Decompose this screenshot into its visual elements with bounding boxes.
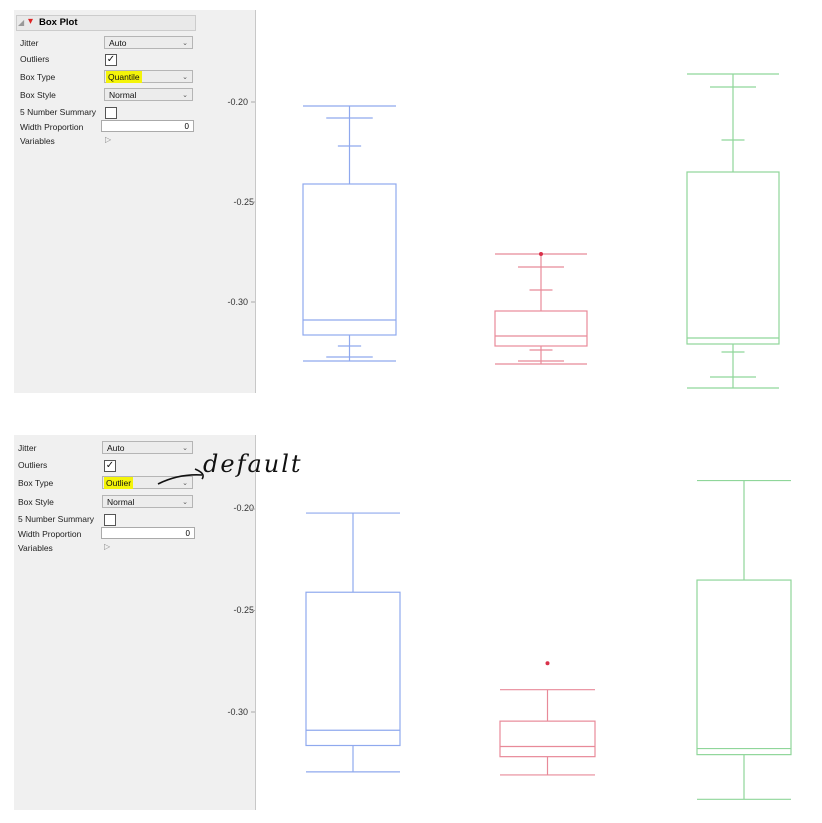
box-type-value: Outlier xyxy=(104,477,134,489)
bottom-y-axis xyxy=(255,435,256,810)
box-type-label: Box Type xyxy=(18,478,54,488)
check-icon: ✓ xyxy=(106,54,116,65)
box-type-label: Box Type xyxy=(20,72,56,82)
outliers-label: Outliers xyxy=(20,54,50,64)
variables-label: Variables xyxy=(20,136,55,146)
box-type-dropdown[interactable]: Quantile ⌄ xyxy=(104,70,193,83)
collapse-triangle-icon[interactable]: ◢ xyxy=(18,18,25,27)
box-iqr xyxy=(686,171,780,345)
box-iqr xyxy=(302,183,397,336)
annotation-arrow-icon xyxy=(157,468,204,485)
chevron-down-icon: ⌄ xyxy=(182,92,188,99)
five-number-summary-label: 5 Number Summary xyxy=(18,514,95,524)
box-style-value: Normal xyxy=(107,497,135,507)
outliers-checkbox[interactable]: ✓ xyxy=(105,54,117,66)
width-proportion-label: Width Proportion xyxy=(18,529,82,539)
box-style-dropdown[interactable]: Normal ⌄ xyxy=(102,495,193,508)
outlier-point xyxy=(545,661,550,666)
red-menu-icon[interactable]: ▾ xyxy=(28,16,34,27)
width-proportion-label: Width Proportion xyxy=(20,122,84,132)
y-tick-label: -0.25 xyxy=(233,605,254,615)
box-plot-title: Box Plot xyxy=(39,17,78,28)
handwritten-annotation: default xyxy=(203,450,303,478)
box-iqr xyxy=(696,579,792,756)
jitter-dropdown[interactable]: Auto ⌄ xyxy=(104,36,193,49)
jitter-label: Jitter xyxy=(20,38,39,48)
y-tick-label: -0.30 xyxy=(227,297,248,307)
five-number-summary-label: 5 Number Summary xyxy=(20,107,97,117)
outliers-label: Outliers xyxy=(18,460,48,470)
check-icon: ✓ xyxy=(105,460,115,471)
jitter-value: Auto xyxy=(109,38,127,48)
jitter-label: Jitter xyxy=(18,443,37,453)
box-iqr xyxy=(305,591,401,747)
chevron-down-icon: ⌄ xyxy=(182,480,188,487)
top-y-axis xyxy=(255,10,256,393)
five-number-summary-checkbox[interactable] xyxy=(105,107,117,119)
disclosure-triangle-icon[interactable]: ▷ xyxy=(105,135,112,144)
outlier-point xyxy=(539,252,543,256)
box-style-dropdown[interactable]: Normal ⌄ xyxy=(104,88,193,101)
y-tick-label: -0.30 xyxy=(227,707,248,717)
box-type-value: Quantile xyxy=(106,71,142,83)
chevron-down-icon: ⌄ xyxy=(182,74,188,81)
box-plot-header xyxy=(16,15,196,31)
y-tick-clip: -0.25 xyxy=(232,603,254,615)
y-tick-label: -0.25 xyxy=(233,197,254,207)
box-iqr xyxy=(499,720,596,758)
disclosure-triangle-icon[interactable]: ▷ xyxy=(104,542,111,551)
box-style-label: Box Style xyxy=(20,90,56,100)
box-iqr xyxy=(494,310,588,347)
chevron-down-icon: ⌄ xyxy=(182,445,188,452)
chevron-down-icon: ⌄ xyxy=(182,40,188,47)
jitter-value: Auto xyxy=(107,443,125,453)
chevron-down-icon: ⌄ xyxy=(182,499,188,506)
outliers-checkbox[interactable]: ✓ xyxy=(104,460,116,472)
y-tick-label: -0.20 xyxy=(233,503,254,513)
jitter-dropdown[interactable]: Auto ⌄ xyxy=(102,441,193,454)
width-proportion-input[interactable]: 0 xyxy=(101,527,195,539)
box-style-value: Normal xyxy=(109,90,137,100)
variables-label: Variables xyxy=(18,543,53,553)
width-proportion-input[interactable]: 0 xyxy=(101,120,194,132)
bottom-plot-area xyxy=(256,435,816,810)
y-tick-clip: -0.25 xyxy=(232,195,254,207)
box-style-label: Box Style xyxy=(18,497,54,507)
y-tick-label: -0.20 xyxy=(227,97,248,107)
y-tick-clip: -0.20 xyxy=(232,501,254,513)
five-number-summary-checkbox[interactable] xyxy=(104,514,116,526)
